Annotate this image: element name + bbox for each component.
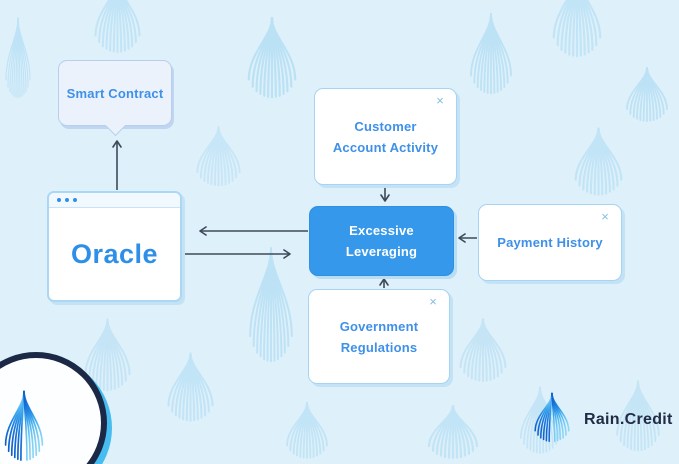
government-label-line1: Government: [339, 318, 419, 334]
excessive-label-line2: Leveraging: [345, 244, 418, 259]
smart-contract-label: Smart Contract: [66, 85, 164, 101]
window-dot-icon: [57, 198, 61, 202]
node-oracle: Oracle: [47, 191, 182, 302]
node-payment-history: × Payment History: [478, 204, 622, 281]
close-icon[interactable]: ×: [429, 294, 437, 309]
customer-label-line2: Account Activity: [332, 139, 439, 155]
rain-credit-raindrop-icon: [534, 392, 570, 443]
payment-history-label: Payment History: [497, 235, 603, 250]
window-dot-icon: [65, 198, 69, 202]
excessive-label-line1: Excessive: [349, 223, 414, 238]
node-excessive-leveraging: Excessive Leveraging: [309, 206, 454, 276]
window-dot-icon: [73, 198, 77, 202]
close-icon[interactable]: ×: [436, 93, 444, 108]
oracle-label: Oracle: [70, 238, 159, 269]
close-icon[interactable]: ×: [601, 209, 609, 224]
customer-label-line1: Customer: [354, 118, 417, 134]
window-titlebar: [49, 193, 180, 208]
node-customer-account-activity: × Customer Account Activity: [314, 88, 457, 185]
government-label-line2: Regulations: [340, 339, 418, 355]
brand-raindrop-icon: [4, 390, 44, 462]
node-government-regulations: × Government Regulations: [308, 289, 450, 384]
rain-credit-wordmark: Rain.Credit: [584, 411, 673, 428]
node-smart-contract: Smart Contract: [58, 60, 172, 137]
